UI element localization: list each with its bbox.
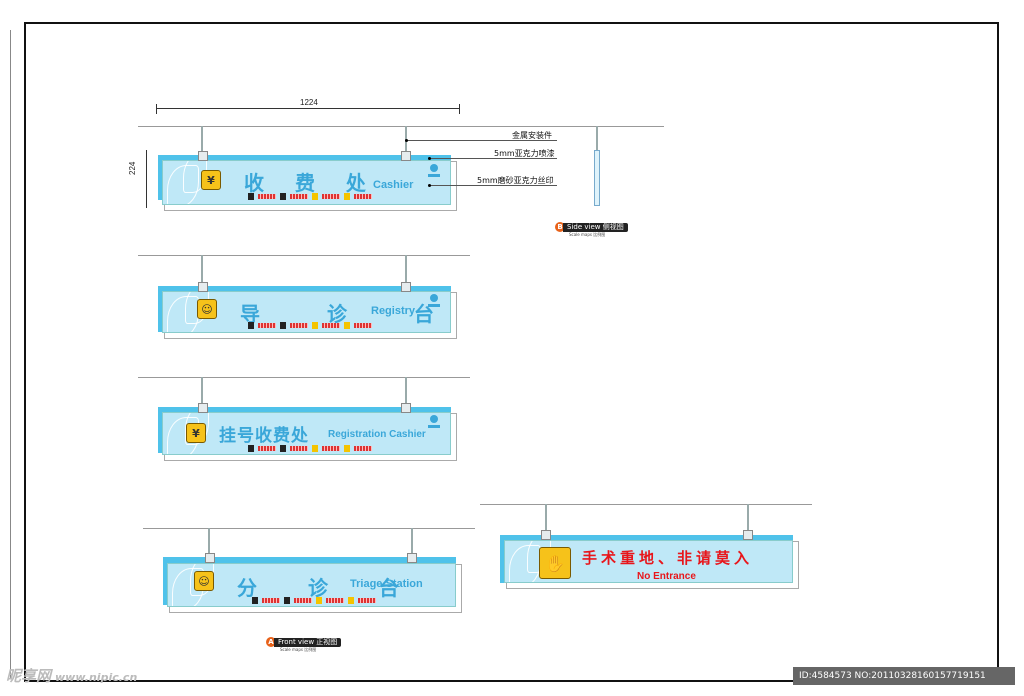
side-view-rod (596, 126, 598, 152)
annotation-dot (428, 157, 431, 160)
nurse-icon: ☺ (194, 571, 214, 591)
side-view-label: Side view 侧视图 (563, 222, 628, 232)
annotation-dot (405, 139, 408, 142)
mount-clip (401, 282, 411, 292)
hanging-rod (747, 504, 749, 531)
front-view-letter: A (266, 637, 276, 647)
hanging-rod (405, 377, 407, 404)
annotation-leader (430, 158, 557, 159)
ceiling-line-1 (138, 126, 664, 127)
front-view-scale: Scale maps 比例图 (280, 647, 317, 652)
ceiling-line-5 (480, 504, 812, 505)
height-dimension-line (146, 150, 147, 208)
hanging-rod (545, 504, 547, 531)
mount-clip (198, 403, 208, 413)
sign-pictogram-strip (248, 445, 372, 452)
width-dimension-tick-left (156, 104, 157, 114)
no-entry-hand-icon: ✋ (539, 547, 571, 579)
image-id-bar: ID:4584573 NO:20110328160157719151 (793, 667, 1015, 685)
drawing-frame (24, 22, 999, 682)
mount-clip (743, 530, 753, 540)
ceiling-line-2 (138, 255, 470, 256)
side-view-scale: Scale maps 比例图 (569, 232, 606, 237)
hanging-rod (411, 528, 413, 554)
mount-clip (401, 403, 411, 413)
sign-title-en: Registration Cashier (328, 429, 426, 440)
front-view-label: Front view 正视图 (274, 637, 342, 647)
page-margin-line (10, 30, 11, 678)
hospital-logo-text (428, 425, 440, 428)
hospital-logo (430, 164, 438, 172)
height-dimension-label: 224 (128, 161, 137, 175)
annotation-paint: 5mm亚克力喷漆 (494, 149, 555, 158)
warning-title-cn: 手术重地、非请莫入 (582, 549, 754, 567)
cashier-icon: ¥ (201, 170, 221, 190)
annotation-leader (407, 140, 557, 141)
front-view-tag: A Front view 正视图 Scale maps 比例图 (266, 637, 342, 652)
side-view-panel (594, 150, 600, 206)
hanging-rod (201, 255, 203, 284)
sign-pictogram-strip (248, 193, 372, 200)
nurse-icon: ☺ (197, 299, 217, 319)
mount-clip (198, 151, 208, 161)
hanging-rod (208, 528, 210, 554)
width-dimension-tick-right (459, 104, 460, 114)
side-view-tag: B Side view 侧视图 Scale maps 比例图 (555, 222, 628, 237)
mount-clip (541, 530, 551, 540)
hospital-logo (430, 415, 438, 423)
hospital-logo-text (428, 304, 440, 307)
sign-pictogram-strip (252, 597, 376, 604)
sign-title-en: Cashier (373, 179, 414, 191)
hanging-rod (201, 126, 203, 152)
annotation-print: 5mm磨砂亚克力丝印 (477, 176, 554, 185)
mount-clip (401, 151, 411, 161)
sign-title-cn: 挂号收费处 (219, 426, 309, 446)
hanging-rod (405, 255, 407, 284)
hospital-logo-text (428, 174, 440, 177)
annotation-metal-mount: 金属安装件 (512, 131, 552, 140)
sign-pictogram-strip (248, 322, 372, 329)
warning-title-en: No Entrance (637, 571, 696, 582)
hospital-logo (430, 294, 438, 302)
cashier-icon: ¥ (186, 423, 206, 443)
sign-title-en: Triage Station (350, 578, 423, 590)
annotation-dot (428, 184, 431, 187)
sign-title-cn: 导 诊 台 (240, 302, 464, 326)
annotation-leader (430, 185, 557, 186)
width-dimension-label: 1224 (300, 98, 318, 107)
ceiling-line-3 (138, 377, 470, 378)
sign-title-en: Registry (371, 305, 416, 317)
mount-clip (205, 553, 215, 563)
ceiling-line-4 (143, 528, 475, 529)
sign-title-cn: 收 费 处 (244, 171, 378, 195)
hanging-rod (201, 377, 203, 404)
width-dimension-line (156, 108, 460, 109)
mount-clip (198, 282, 208, 292)
mount-clip (407, 553, 417, 563)
side-view-letter: B (555, 222, 565, 232)
sign-title-cn: 分 诊 台 (237, 576, 421, 600)
